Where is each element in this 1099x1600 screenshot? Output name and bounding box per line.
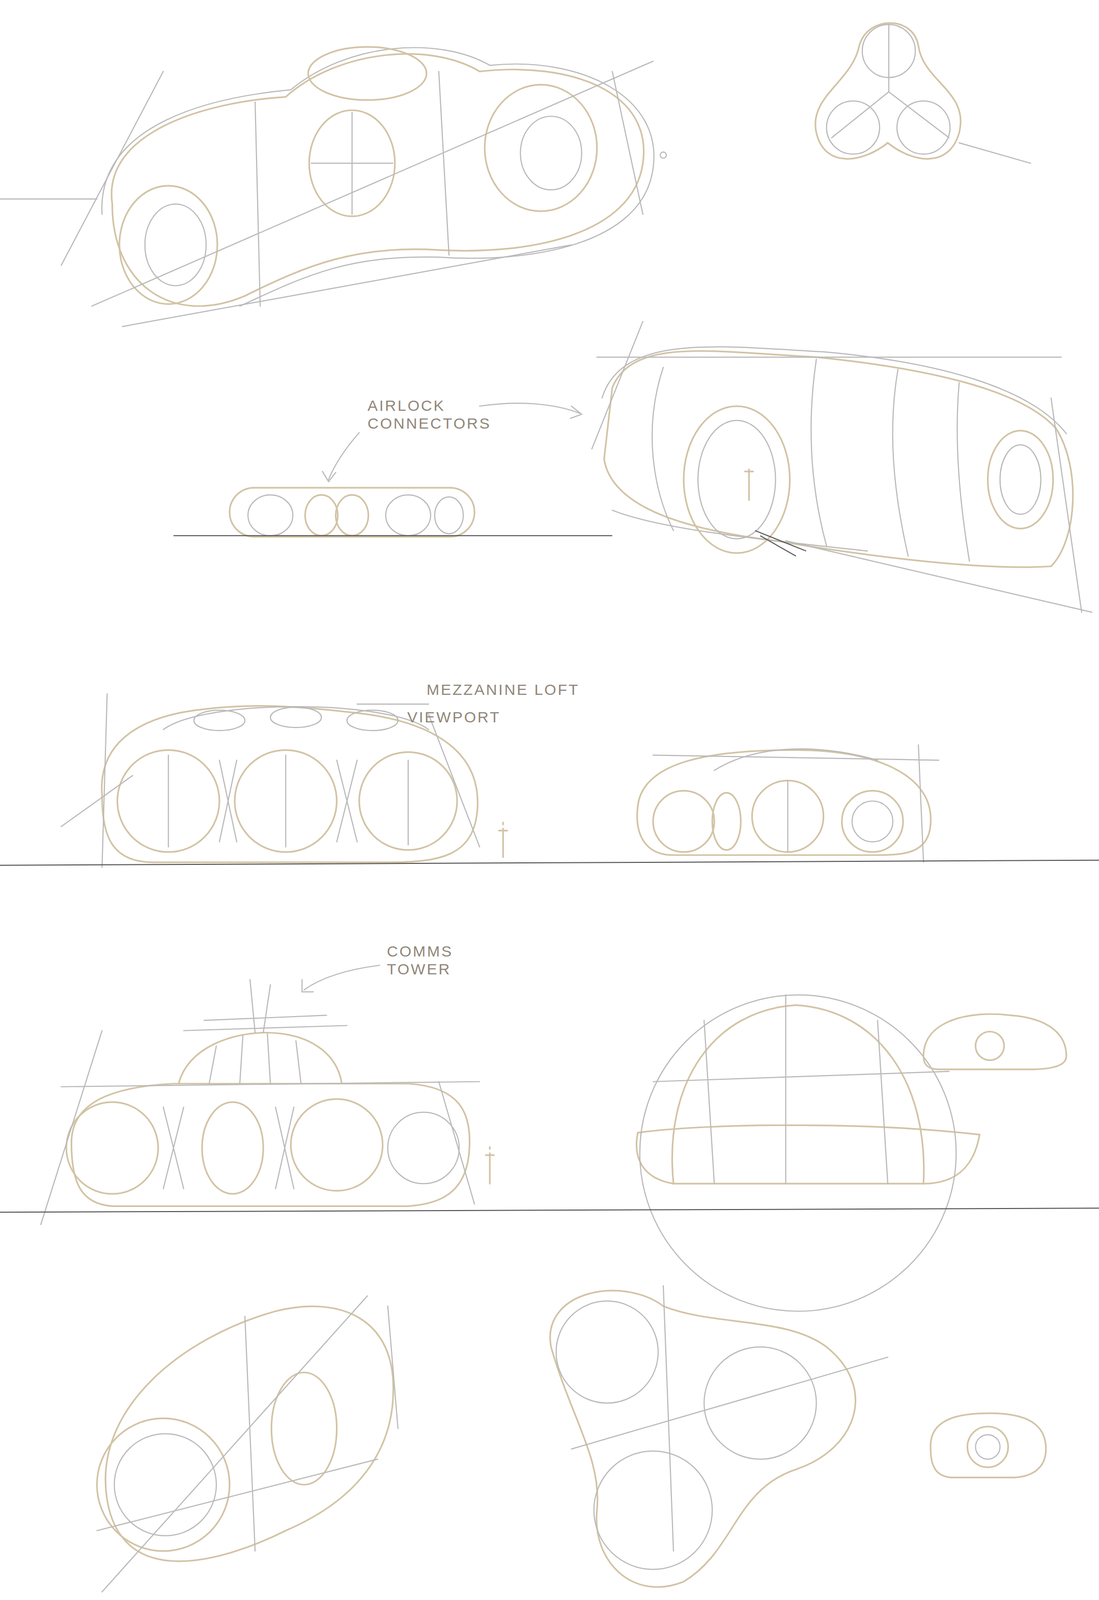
ground-line <box>0 1207 1099 1213</box>
pod <box>594 1450 713 1570</box>
pod <box>434 496 464 534</box>
airlock-door <box>683 406 790 554</box>
hull-outline <box>71 1083 470 1207</box>
pod <box>385 494 431 536</box>
airlock <box>975 1031 1004 1061</box>
pod <box>247 494 293 536</box>
airlock <box>335 494 369 536</box>
window-mullion <box>311 111 393 214</box>
pod <box>290 1099 383 1191</box>
construction-line <box>571 1285 888 1552</box>
airlock-door <box>697 420 776 540</box>
sketch-annotation: VIEWPORT <box>407 708 540 727</box>
pod <box>703 1346 817 1459</box>
airlock <box>202 1102 264 1194</box>
hull-outline <box>229 487 475 537</box>
subsurface-sphere <box>639 994 956 1311</box>
pod <box>387 1112 460 1184</box>
window <box>119 185 218 305</box>
hull-outline <box>101 47 655 307</box>
pod <box>852 801 893 842</box>
airlock-door <box>1000 444 1041 515</box>
airlock <box>304 494 338 536</box>
leader-arrow <box>479 403 582 419</box>
trefoil-plan-small <box>815 22 1031 164</box>
hull-outline <box>105 1306 393 1562</box>
rib-line <box>652 359 970 562</box>
person-scale <box>498 822 507 858</box>
ground-line <box>0 860 1099 866</box>
person-scale <box>485 1146 494 1184</box>
roof-hatch <box>307 46 427 100</box>
hull-outline <box>637 749 932 855</box>
construction-line <box>653 994 949 1184</box>
window-mullion <box>786 780 788 852</box>
loft-window <box>270 707 322 728</box>
trefoil-plan-large <box>550 1285 888 1588</box>
airlock-door <box>987 430 1053 529</box>
loft-window <box>347 710 399 731</box>
pod <box>653 790 715 852</box>
airlock <box>967 1426 1008 1468</box>
dome-section-sketch <box>636 994 980 1311</box>
pod <box>96 1418 230 1552</box>
pod <box>841 790 904 852</box>
comms-tower <box>183 979 348 1033</box>
habitat-comms-sketch <box>40 965 494 1225</box>
leader-arrow <box>322 432 359 482</box>
construction-line <box>96 1295 398 1592</box>
window <box>145 204 207 286</box>
person-scale <box>744 469 753 500</box>
hull-outline <box>930 1413 1047 1478</box>
construction-line <box>831 24 1031 164</box>
window-mullion <box>168 754 409 847</box>
sketch-annotation: COMMS TOWER <box>386 942 510 978</box>
plan-outline <box>550 1290 856 1587</box>
airlock <box>712 792 741 850</box>
construction-line <box>40 1030 480 1225</box>
construction-line <box>653 744 939 863</box>
sketch-annotation: MEZZANINE LOFT <box>426 681 651 699</box>
habitat-perspective-sketch <box>0 46 667 327</box>
dome-rib <box>209 1033 301 1084</box>
pod <box>826 100 880 154</box>
leader-arrow <box>301 965 380 992</box>
ground-hatching <box>754 530 806 556</box>
airlock-door <box>271 1372 337 1485</box>
pod <box>556 1301 659 1403</box>
hull-outline <box>111 53 644 306</box>
habitat-large-perspective <box>592 321 1092 612</box>
window <box>484 84 598 212</box>
roof-line <box>714 748 878 771</box>
cross-bracing <box>219 759 358 842</box>
plan-outline <box>815 22 962 159</box>
mark <box>660 152 667 159</box>
pod <box>66 1102 158 1194</box>
airlock <box>975 1434 1000 1459</box>
hull-outline <box>923 1013 1067 1070</box>
base-ring <box>636 1124 980 1184</box>
pod <box>751 780 824 852</box>
loft-outline <box>163 706 429 730</box>
pod <box>896 100 950 154</box>
window <box>520 116 582 190</box>
small-elevation-sketch <box>923 1013 1067 1478</box>
loft-window <box>193 710 245 731</box>
construction-line <box>0 61 654 327</box>
hull-outline <box>604 350 1074 568</box>
hull-outline <box>101 706 478 863</box>
construction-line <box>592 321 1092 612</box>
hull-outline <box>602 346 1067 551</box>
dome <box>178 1032 343 1084</box>
habitat-perspective-sketch <box>96 1295 398 1592</box>
sketch-annotation: AIRLOCK CONNECTORS <box>367 397 536 433</box>
habitat-side-sketch <box>637 744 940 863</box>
pod <box>114 1433 217 1536</box>
window <box>308 109 395 216</box>
ground-line <box>173 534 613 537</box>
cross-bracing <box>163 1107 295 1189</box>
